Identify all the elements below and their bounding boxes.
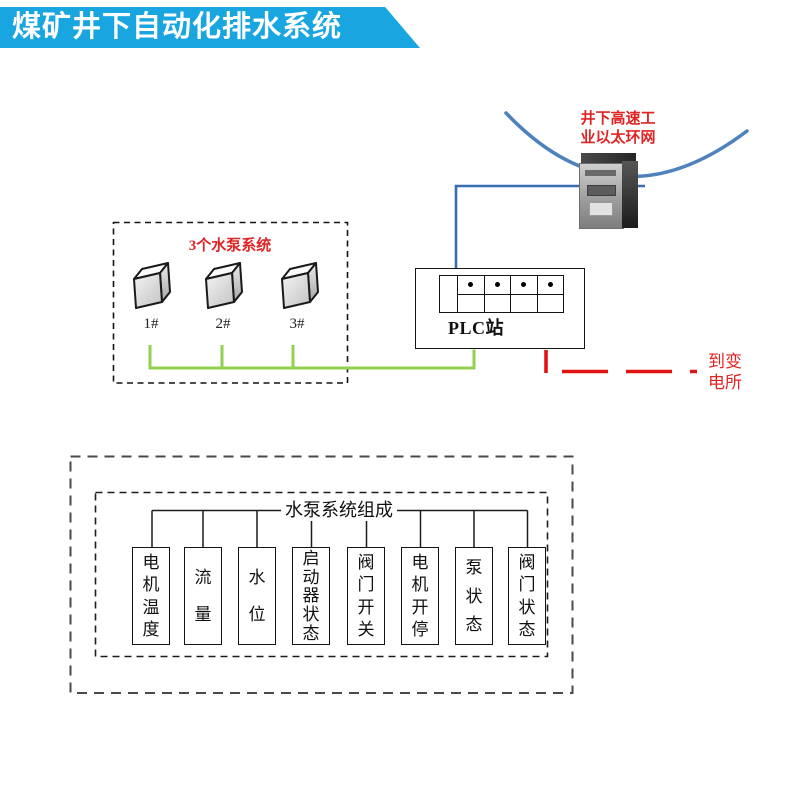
plc-port	[484, 276, 511, 312]
plc-port	[511, 276, 538, 312]
page-title: 煤矿井下自动化排水系统	[12, 11, 343, 43]
sensor-box-water-level: 水位	[238, 547, 276, 645]
title-banner: 煤矿井下自动化排水系统	[0, 7, 420, 48]
pump-icon	[281, 262, 319, 309]
ethernet-switch-icon	[578, 152, 640, 230]
pump-label: 3#	[289, 316, 305, 332]
pump-label: 2#	[215, 316, 231, 332]
composition-inner-dashed-box	[94, 491, 549, 658]
sensor-box-motor-temperature: 电机温度	[132, 547, 170, 645]
sensor-box-pump-status: 泵状态	[455, 547, 493, 645]
pump-group-title: 3个水泵系统	[188, 238, 272, 254]
sensor-box-valve-status: 阀门状态	[508, 547, 546, 645]
composition-title: 水泵系统组成	[281, 500, 397, 521]
sensor-box-motor-on-off: 电机开停	[401, 547, 439, 645]
plc-port	[458, 276, 485, 312]
ethernet-ring-label: 井下高速工 业以太环网	[580, 111, 656, 146]
plc-module-grid	[439, 275, 564, 313]
pump-bus-green-line	[148, 345, 476, 370]
plc-port-dot	[547, 282, 553, 288]
pump-group-dashed-box	[112, 221, 349, 384]
sensor-box-flow: 流量	[184, 547, 222, 645]
pump-label: 1#	[143, 316, 159, 332]
composition-outer-dashed-box	[69, 455, 574, 694]
to-substation-label: 到变 电所	[708, 352, 742, 392]
sensor-box-starter-status: 启动器状态	[292, 547, 330, 645]
plc-port-dot	[468, 282, 474, 288]
sensor-box-valve-switch: 阀门开关	[347, 547, 385, 645]
plc-station-label: PLC站	[448, 318, 504, 338]
plc-station-box: PLC站	[415, 268, 585, 349]
pump-icon	[133, 262, 171, 309]
plc-port	[537, 276, 563, 312]
plc-port-dot	[494, 282, 500, 288]
plc-port-dot	[521, 282, 527, 288]
pump-icon	[205, 262, 243, 309]
